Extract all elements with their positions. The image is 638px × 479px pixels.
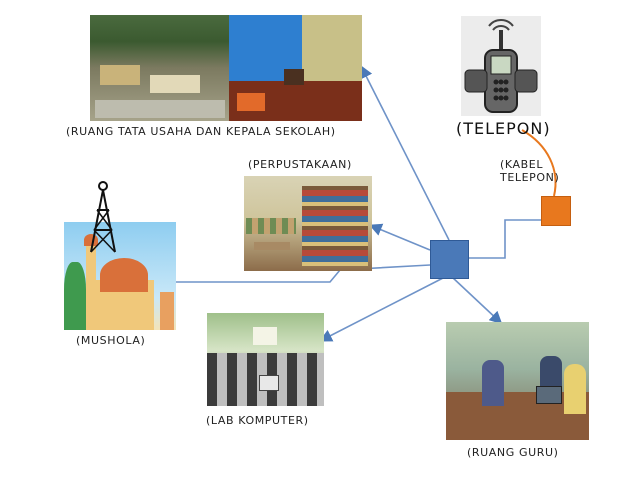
kepala-sekolah-photo [229, 15, 362, 121]
network-hub[interactable] [430, 240, 469, 279]
line-to-tu [360, 65, 450, 241]
line-to-mushola [176, 264, 431, 283]
label-ruang-guru: (Ruang Guru) [467, 446, 559, 459]
label-kabel-2: Telepon) [500, 171, 560, 184]
label-kabel-1: (Kabel [500, 158, 544, 171]
ruang-guru-photo [446, 322, 589, 440]
label-tu: (Ruang Tata Usaha dan Kepala Sekolah) [66, 125, 336, 138]
line-to-perpustakaan [369, 223, 431, 251]
mobile-phone-icon [461, 16, 541, 116]
phone-cord [521, 129, 557, 197]
lab-komputer-photo [207, 313, 324, 406]
line-to-lab [319, 276, 446, 342]
label-telepon: (Telepon) [456, 119, 551, 138]
label-lab-komputer: (Lab Komputer) [206, 414, 309, 427]
mushola-photo [64, 222, 176, 330]
label-perpustakaan: (Perpustakaan) [248, 158, 352, 171]
phone-junction-box[interactable] [541, 196, 571, 226]
tu-office-photo [90, 15, 232, 121]
line-to-guru [451, 276, 503, 325]
line-to-kabel [468, 219, 543, 259]
label-mushola: (Mushola) [76, 334, 146, 347]
perpustakaan-photo [244, 176, 372, 271]
radio-tower-icon [83, 178, 123, 256]
